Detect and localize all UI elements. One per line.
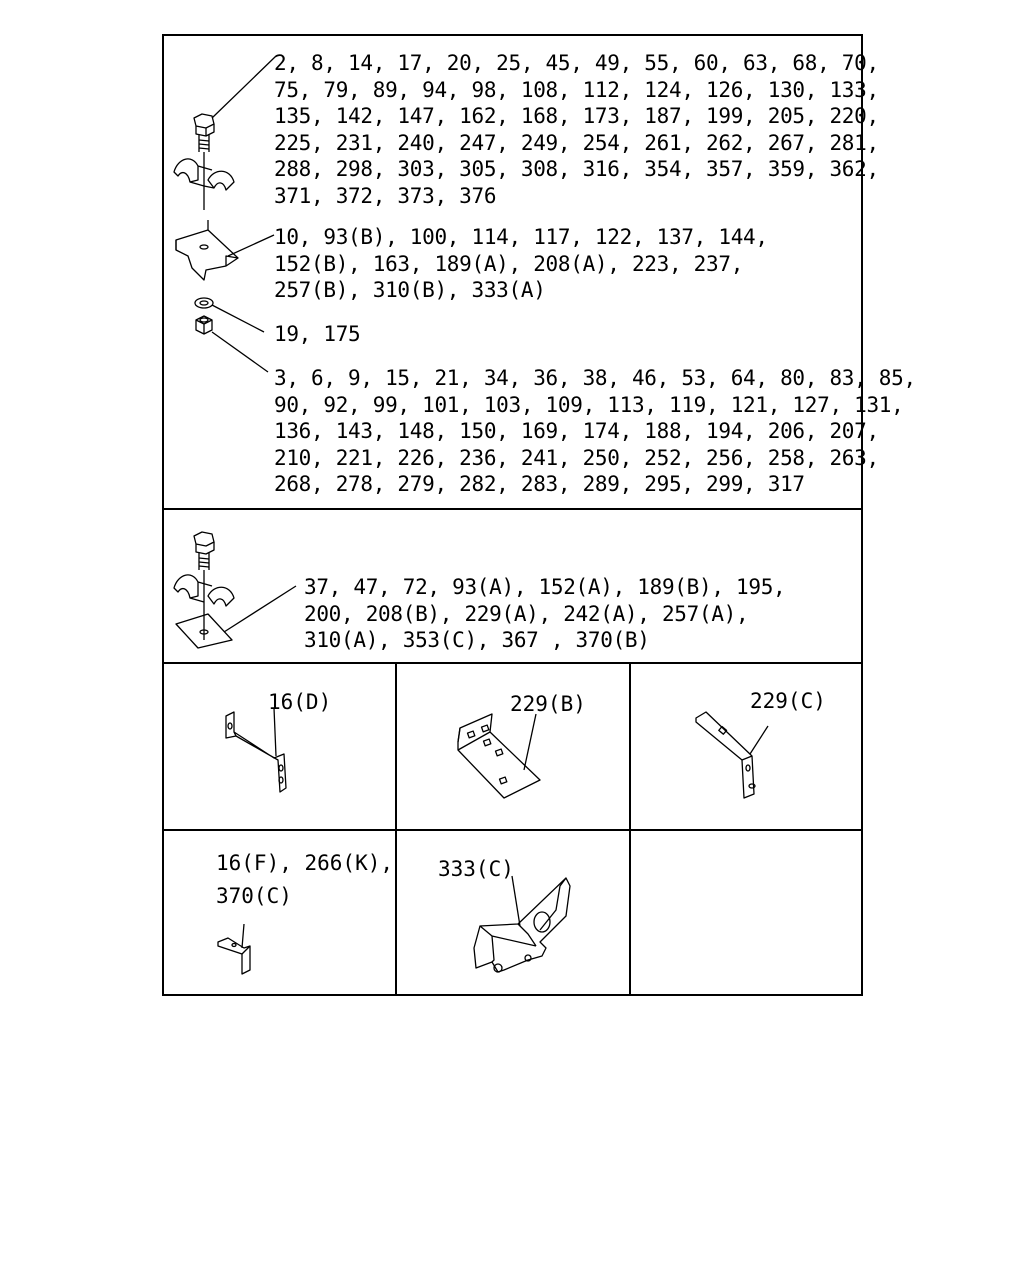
col-divider-1 — [395, 662, 397, 996]
plate-bracket-229b-icon — [457, 713, 541, 799]
mount-bracket-333c-icon — [473, 875, 571, 973]
bolt-clamp-part-list: 2, 8, 14, 17, 20, 25, 45, 49, 55, 60, 63… — [274, 51, 879, 208]
col-divider-2 — [629, 662, 631, 996]
divider-3 — [164, 829, 861, 831]
part-label-16d: 16(D) — [268, 690, 332, 714]
washer-part-list: 19, 175 — [274, 322, 361, 346]
divider-1 — [164, 508, 861, 510]
bolt-clamp-assembly-icon — [173, 55, 277, 373]
part-label-229b: 229(B) — [510, 692, 586, 716]
strap-bracket-16d-icon — [225, 707, 287, 793]
divider-2 — [164, 662, 861, 664]
bracket-part-list: 10, 93(B), 100, 114, 117, 122, 137, 144,… — [274, 225, 768, 302]
parts-diagram-sheet — [162, 34, 863, 996]
bolt-clamp-plate-assembly-icon — [173, 531, 297, 649]
plate-part-list: 37, 47, 72, 93(A), 152(A), 189(B), 195, … — [304, 575, 786, 652]
nut-part-list: 3, 6, 9, 15, 21, 34, 36, 38, 46, 53, 64,… — [274, 366, 916, 496]
angle-bracket-229c-icon — [695, 711, 769, 799]
part-label-229c: 229(C) — [750, 689, 826, 713]
small-tab-bracket-icon — [217, 923, 251, 975]
part-label-333c: 333(C) — [438, 857, 514, 881]
part-label-16f-266k-370c: 16(F), 266(K), 370(C) — [216, 851, 394, 908]
